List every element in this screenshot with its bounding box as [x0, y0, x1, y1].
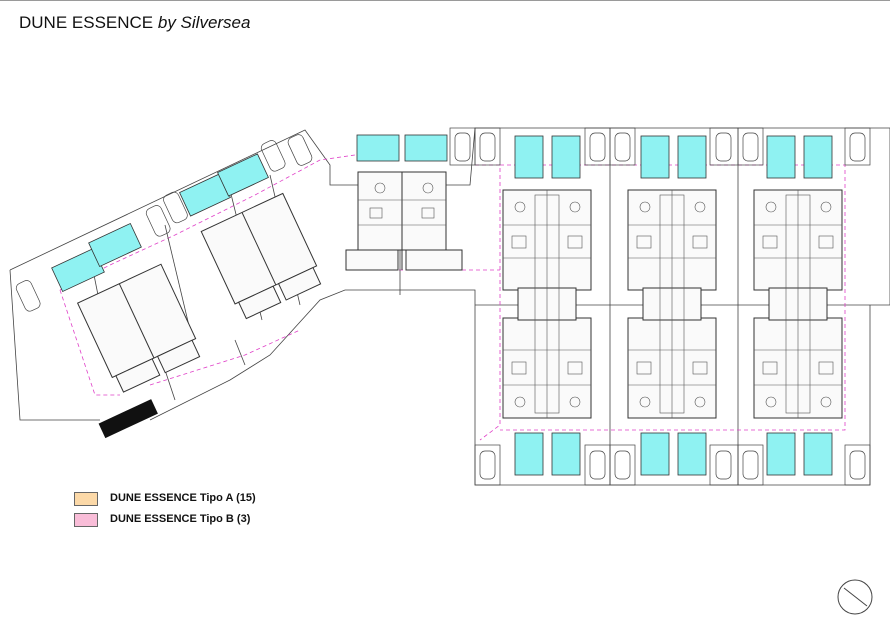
interior-walls: [358, 182, 842, 418]
pool-16: [677, 432, 707, 476]
legend: DUNE ESSENCE Tipo A (15) DUNE ESSENCE Ti…: [74, 490, 334, 532]
solid-block: [98, 399, 158, 439]
pools: [51, 134, 833, 476]
pool-4: [217, 153, 269, 197]
legend-item: DUNE ESSENCE Tipo A (15): [74, 490, 334, 511]
car-icon: [15, 280, 41, 312]
pool-2: [88, 222, 142, 268]
legend-item: DUNE ESSENCE Tipo B (3): [74, 511, 334, 532]
car-icon: [163, 191, 188, 224]
car-icon: [715, 450, 732, 480]
title-brand: DUNE ESSENCE: [19, 13, 154, 32]
car-icon: [145, 205, 171, 237]
pool-8: [551, 135, 581, 179]
pool-7: [514, 135, 544, 179]
pool-15: [640, 432, 670, 476]
pool-13: [514, 432, 544, 476]
pool-11: [766, 135, 796, 179]
car-icon: [614, 450, 631, 480]
pool-18: [803, 432, 833, 476]
pool-5: [356, 134, 400, 162]
legend-label-tipo-a: DUNE ESSENCE Tipo A (15): [110, 492, 256, 504]
car-icon: [589, 132, 606, 162]
pool-14: [551, 432, 581, 476]
car-icon: [849, 132, 866, 162]
page-title: DUNE ESSENCE by Silversea: [19, 13, 250, 33]
car-icon: [849, 450, 866, 480]
north-arrow-icon: [837, 579, 873, 615]
car-icon: [479, 450, 496, 480]
top-rule: [0, 0, 890, 1]
car-icon: [287, 134, 313, 166]
car-icon: [479, 132, 496, 162]
legend-swatch-tipo-b: [74, 513, 98, 527]
legend-label-tipo-b: DUNE ESSENCE Tipo B (3): [110, 513, 251, 525]
car-icon: [614, 132, 631, 162]
pool-10: [677, 135, 707, 179]
pool-17: [766, 432, 796, 476]
car-icon: [454, 132, 471, 162]
title-by: by Silversea: [157, 13, 251, 32]
car-icon: [742, 450, 759, 480]
car-icon: [742, 132, 759, 162]
pool-9: [640, 135, 670, 179]
parking: [15, 127, 871, 486]
pool-12: [803, 135, 833, 179]
legend-swatch-tipo-a: [74, 492, 98, 506]
pool-6: [404, 134, 448, 162]
car-icon: [260, 140, 286, 172]
car-icon: [589, 450, 606, 480]
property-boundary: [59, 154, 846, 441]
car-icon: [715, 132, 732, 162]
